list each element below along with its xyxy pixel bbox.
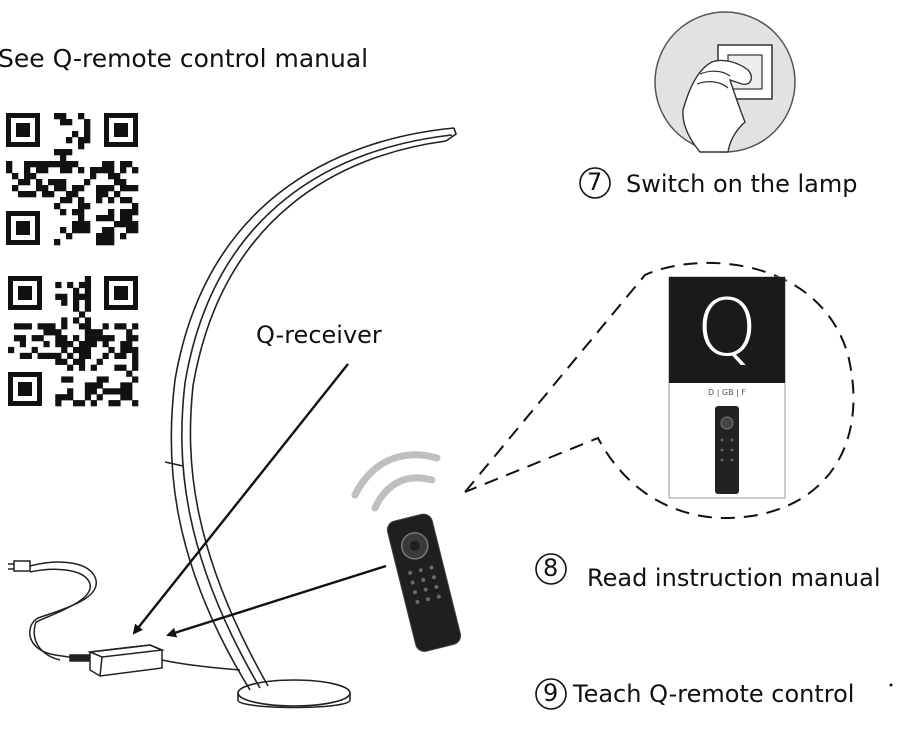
manual-q-logo: Q: [696, 284, 758, 374]
remote-control-icon: [386, 513, 462, 652]
qr-code-icon: [8, 276, 139, 407]
step-7-circle: [579, 167, 611, 199]
step-8-circle: [535, 553, 567, 585]
power-supply-icon: [8, 560, 241, 677]
manual-remote-icon: [715, 406, 739, 494]
step-8-number: 8: [543, 554, 559, 582]
arc-floor-lamp-icon: [164, 127, 457, 709]
qr-code-icon: [6, 113, 139, 246]
receiver-label: Q-receiver: [256, 321, 382, 349]
step-9-circle: [535, 678, 567, 710]
step-9-number: 9: [543, 679, 559, 707]
arrow-icon: [132, 363, 387, 638]
step-number-circles: [535, 167, 611, 710]
instruction-manual-icon: [668, 276, 786, 499]
step-7-number: 7: [587, 168, 603, 196]
hand-pressing-switch-icon: [654, 11, 796, 153]
callout-outline: [464, 261, 855, 520]
manual-language-label: D | GB | F: [707, 388, 746, 397]
wireless-signal-icon: [351, 451, 441, 512]
qr-instruction-label: See Q-remote control manual: [0, 44, 369, 73]
step-9-label: Teach Q-remote control: [573, 680, 855, 708]
step-8-label: Read instruction manual: [587, 564, 881, 592]
step-7-label: Switch on the lamp: [626, 170, 858, 198]
